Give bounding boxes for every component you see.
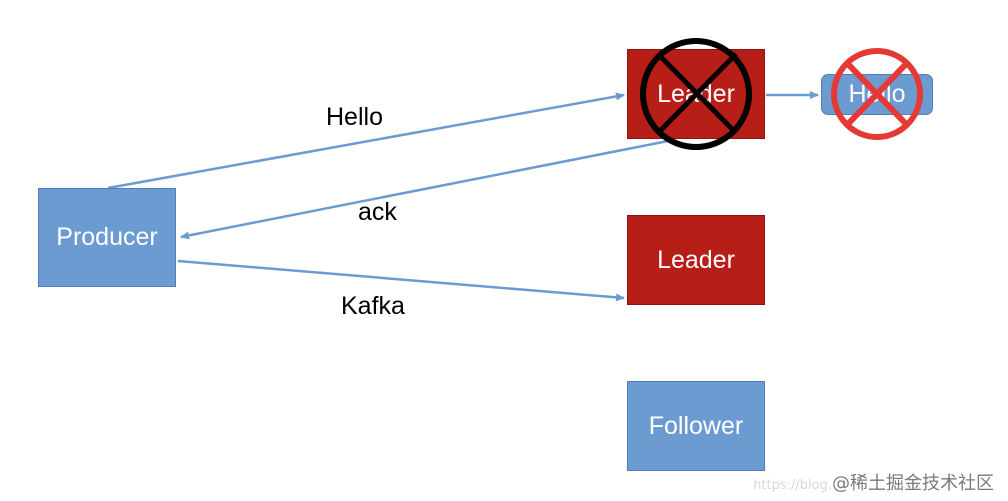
hello-message-label: Hello [848, 80, 906, 108]
leader-mid-label: Leader [657, 245, 735, 274]
edge-label-kafka: Kafka [341, 292, 405, 320]
arrow-leader-to-producer-ack [180, 139, 669, 240]
follower-label: Follower [648, 411, 744, 440]
arrow-producer-to-leader-hello [107, 92, 625, 190]
edge-label-hello: Hello [326, 103, 383, 131]
arrow-producer-to-leader-kafka [177, 259, 625, 302]
producer-node: Producer [38, 188, 176, 287]
leader-node-middle: Leader [627, 215, 765, 305]
watermark-faint-text: https://blog. [753, 478, 832, 493]
edge-label-ack: ack [358, 198, 397, 226]
watermark-main-text: @稀土掘金技术社区 [832, 473, 994, 494]
watermark: https://blog.@稀土掘金技术社区 [753, 469, 994, 495]
follower-node: Follower [627, 381, 765, 471]
leader-node-top: Leader [627, 49, 765, 139]
leader-top-label: Leader [657, 79, 735, 108]
producer-label: Producer [56, 223, 158, 251]
hello-message-node: Hello [821, 74, 933, 115]
